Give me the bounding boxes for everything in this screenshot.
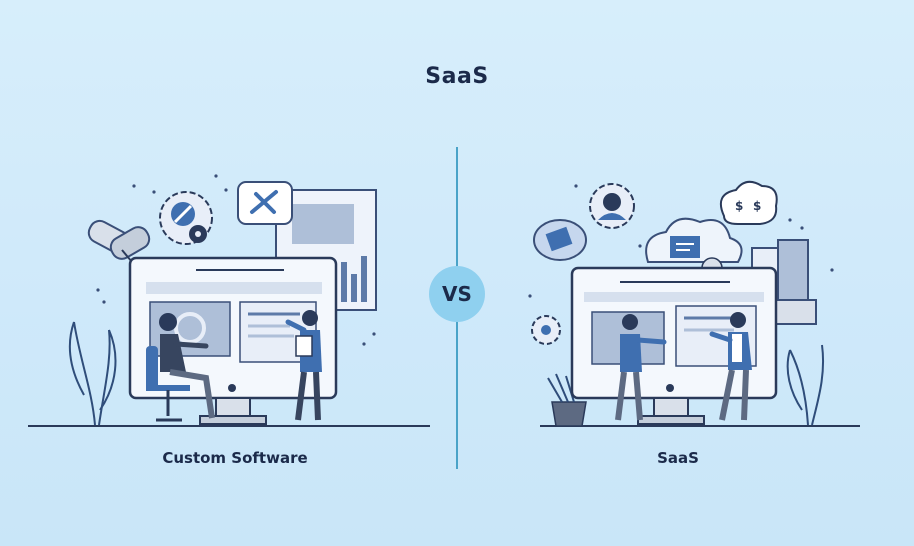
left-plant-icon <box>68 321 117 426</box>
vs-badge: VS <box>429 266 485 322</box>
svg-text:$: $ <box>735 199 743 213</box>
seated-developer <box>146 313 215 422</box>
tools-icon <box>237 181 293 225</box>
rocket-gear-icon <box>159 191 213 245</box>
dollar-cloud-icon: $ $ <box>720 180 778 225</box>
potted-plant-icon <box>547 373 587 427</box>
right-plant-icon <box>786 344 825 426</box>
left-sparkles <box>96 174 376 346</box>
right-sparkles <box>528 184 834 298</box>
woman-person <box>709 312 752 421</box>
plug-icon <box>87 219 151 263</box>
left-caption: Custom Software <box>162 449 308 467</box>
svg-text:$: $ <box>753 199 761 213</box>
presenter-person <box>615 314 667 421</box>
standing-developer <box>285 310 322 421</box>
puzzle-icon <box>533 219 587 261</box>
gear-bubble-icon <box>531 315 561 345</box>
right-caption: SaaS <box>657 449 699 467</box>
user-avatar-icon <box>589 183 635 229</box>
page-title: SaaS <box>425 64 489 89</box>
